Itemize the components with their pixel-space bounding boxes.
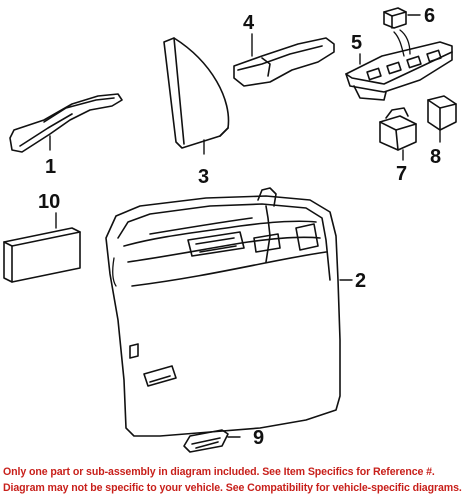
part-5-switch-bezel xyxy=(345,29,453,101)
part-9-reflector xyxy=(183,429,241,453)
callout-1: 1 xyxy=(45,156,56,178)
part-8-switch xyxy=(427,95,457,143)
callout-2: 2 xyxy=(355,270,366,292)
callout-4: 4 xyxy=(243,12,255,34)
part-3-triangle-trim xyxy=(163,37,230,155)
callout-6: 6 xyxy=(424,5,435,27)
disclaimer-line-1: Only one part or sub-assembly in diagram… xyxy=(3,466,435,478)
callout-3: 3 xyxy=(198,166,209,188)
callout-9: 9 xyxy=(253,427,264,449)
part-4-armrest-trim xyxy=(233,33,335,87)
part-1-trim-strip xyxy=(9,93,123,153)
part-10-pad xyxy=(3,212,81,283)
callout-10: 10 xyxy=(38,191,60,213)
part-2-door-panel xyxy=(105,187,353,437)
part-7-switch xyxy=(379,107,417,161)
parts-diagram: 1 10 3 4 5 6 7 8 2 9 xyxy=(3,5,457,453)
disclaimer-line-2: Diagram may not be specific to your vehi… xyxy=(3,482,462,494)
callout-7: 7 xyxy=(396,163,407,185)
part-6-connector xyxy=(383,7,421,29)
disclaimer-banner: Only one part or sub-assembly in diagram… xyxy=(0,462,465,500)
callout-8: 8 xyxy=(430,146,441,168)
callout-5: 5 xyxy=(351,32,362,54)
